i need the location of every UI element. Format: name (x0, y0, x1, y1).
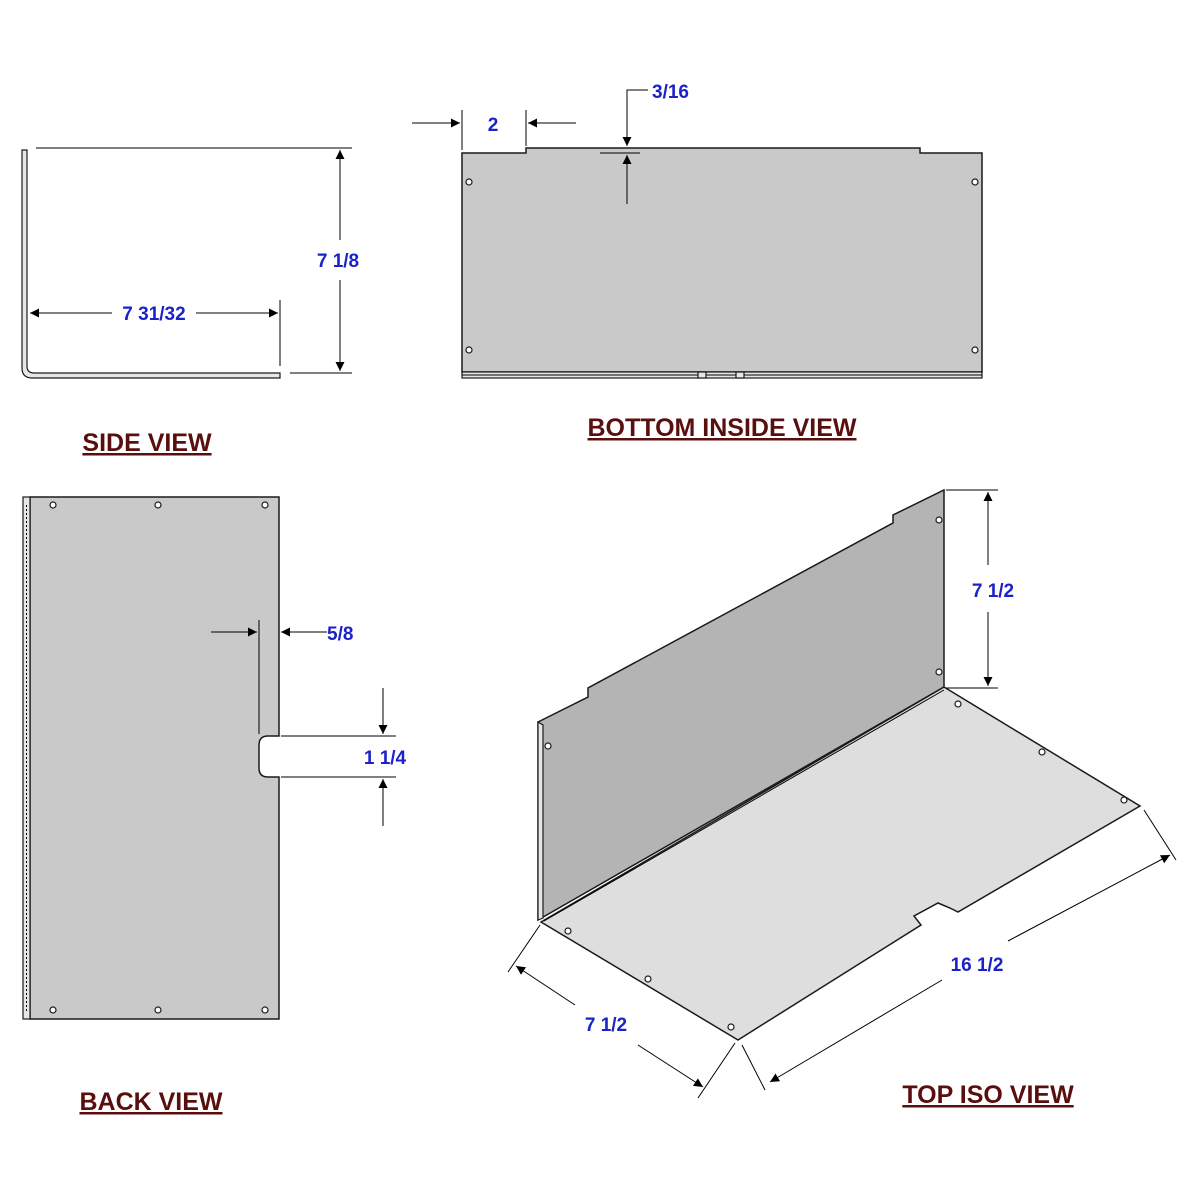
iso-floor (539, 686, 1142, 1041)
hole (1038, 748, 1046, 756)
hole (644, 975, 652, 983)
iso-ext-depth-right (697, 1042, 736, 1099)
iso-ext-depth-left (507, 924, 541, 973)
hole (564, 927, 572, 935)
bottom-notch-depth-dim: 3/16 (652, 82, 689, 103)
hole (465, 346, 473, 354)
iso-length-dimline-left (769, 979, 943, 1083)
side-view-profile (21, 149, 281, 379)
iso-depth-dim: 7 1/2 (585, 1015, 627, 1036)
hole (935, 516, 943, 524)
iso-length-dimline-right (1007, 854, 1171, 942)
flange-slot (735, 371, 745, 379)
top-iso-view: 7 1/2 7 1/2 16 1/2 TOP ISO VIEW (507, 488, 1177, 1109)
back-plate (29, 496, 280, 1020)
hole (261, 1006, 269, 1014)
hole (261, 501, 269, 509)
iso-height-dim: 7 1/2 (972, 581, 1014, 602)
bottom-inside-view-title: BOTTOM INSIDE VIEW (588, 414, 857, 442)
hole (154, 1006, 162, 1014)
side-width-dim: 7 31/32 (122, 304, 185, 325)
side-view: 7 1/8 7 31/32 SIDE VIEW (21, 147, 359, 457)
side-view-title: SIDE VIEW (82, 429, 212, 457)
bottom-plate (461, 147, 983, 373)
hole (954, 700, 962, 708)
back-view: 5/8 1 1/4 BACK VIEW (22, 496, 407, 1116)
hole (154, 501, 162, 509)
iso-wall-edge (537, 720, 544, 921)
hole (935, 668, 943, 676)
top-iso-view-title: TOP ISO VIEW (902, 1081, 1074, 1109)
hole (544, 742, 552, 750)
hole (49, 1006, 57, 1014)
iso-depth-dimline-left (515, 965, 576, 1006)
hole (1120, 796, 1128, 804)
bottom-notch-width-dim: 2 (488, 115, 499, 136)
hole (465, 178, 473, 186)
iso-depth-dimline-right (637, 1044, 704, 1088)
iso-bend-line (543, 689, 945, 922)
iso-ext-length-right (1143, 809, 1177, 861)
hole (727, 1023, 735, 1031)
side-height-dim: 7 1/8 (317, 251, 359, 272)
hole (971, 178, 979, 186)
iso-ext-length-left (741, 1044, 766, 1091)
hole (49, 501, 57, 509)
back-view-title: BACK VIEW (79, 1088, 222, 1116)
hole (971, 346, 979, 354)
iso-wall (537, 488, 945, 922)
back-notch-height-dim: 1 1/4 (364, 748, 407, 769)
bottom-depth-leader-top (622, 89, 648, 146)
flange-slot (697, 371, 707, 379)
bottom-inside-view: 2 3/16 BOTTOM INSIDE VIEW (412, 82, 983, 442)
back-notch-depth-dim: 5/8 (327, 624, 353, 645)
iso-length-dim: 16 1/2 (951, 955, 1004, 976)
